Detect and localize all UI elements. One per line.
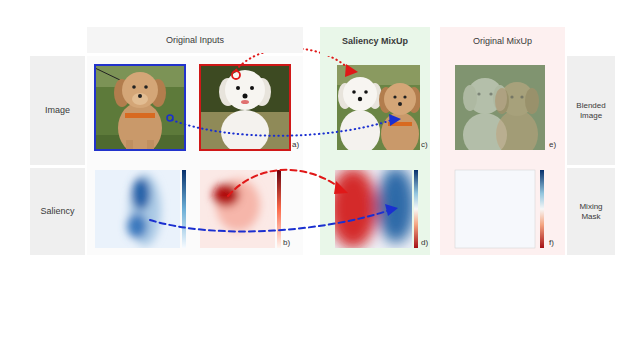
column-ground bbox=[440, 56, 565, 255]
mixing-mask bbox=[335, 170, 377, 248]
mixing-arrow bbox=[150, 210, 390, 231]
saliency-map bbox=[127, 214, 147, 238]
arrow-head bbox=[345, 64, 358, 77]
row-label: Saliency bbox=[30, 168, 85, 255]
mixed-photo bbox=[393, 95, 396, 98]
blended-photo bbox=[455, 65, 545, 150]
arrow-head bbox=[334, 64, 401, 216]
color-bar bbox=[277, 170, 281, 248]
row-label: Image bbox=[30, 56, 85, 165]
dog-photo bbox=[95, 65, 185, 150]
column-ground bbox=[87, 56, 303, 255]
band-text: Image bbox=[45, 105, 70, 115]
row-label: Mixing Mask bbox=[567, 168, 615, 255]
mixing-mask bbox=[335, 170, 412, 248]
band-text: Mixing Mask bbox=[570, 202, 612, 220]
arrow-head bbox=[385, 204, 398, 216]
mixing-arrow bbox=[228, 170, 340, 196]
band-text: Saliency MixUp bbox=[342, 36, 408, 46]
saliency-map bbox=[200, 170, 275, 248]
dog-photo bbox=[241, 100, 249, 104]
panel-letter: d) bbox=[421, 239, 428, 247]
panel-letter: b) bbox=[283, 239, 290, 247]
dog-photo bbox=[147, 140, 154, 150]
dog-photo bbox=[232, 71, 240, 79]
band-text: Blended Image bbox=[570, 101, 612, 119]
dog-photo bbox=[132, 85, 136, 89]
mixed-photo bbox=[358, 97, 362, 101]
row-label: Blended Image bbox=[567, 56, 615, 165]
blended-photo bbox=[455, 65, 545, 150]
dog-photo bbox=[225, 70, 265, 110]
mixing-mask bbox=[377, 170, 412, 243]
panel-letter: e) bbox=[549, 141, 556, 149]
dog-photo bbox=[236, 86, 240, 90]
color-bar bbox=[414, 170, 418, 248]
column-header: Saliency MixUp bbox=[320, 27, 430, 56]
column-ground bbox=[87, 56, 565, 255]
mixed-photo bbox=[403, 95, 406, 98]
dog-photo bbox=[138, 94, 142, 98]
column-header: Original Inputs bbox=[87, 27, 303, 53]
panel-letter: f) bbox=[549, 239, 554, 247]
dog-photo bbox=[250, 86, 254, 90]
mixing-arrow bbox=[150, 48, 392, 231]
dog-photo bbox=[200, 65, 290, 150]
mixed-photo bbox=[384, 83, 416, 115]
mixing-mask bbox=[335, 170, 412, 248]
saliency-map bbox=[127, 174, 161, 246]
arrow-head bbox=[389, 114, 401, 126]
saliency-map bbox=[95, 170, 180, 248]
band-text: Original Inputs bbox=[166, 35, 224, 45]
dog-photo bbox=[221, 110, 269, 150]
band-text: Original MixUp bbox=[473, 36, 532, 46]
mixed-photo bbox=[352, 90, 356, 94]
mixed-photo bbox=[364, 90, 368, 94]
saliency-map bbox=[132, 178, 150, 210]
saliency-map bbox=[200, 170, 275, 248]
mixed-photo bbox=[337, 65, 420, 150]
dog-photo bbox=[125, 113, 155, 118]
dog-photo bbox=[132, 93, 148, 105]
image-frame bbox=[200, 65, 290, 150]
band-text: Saliency bbox=[40, 206, 74, 216]
mixed-photo bbox=[398, 102, 402, 106]
dog-photo bbox=[126, 140, 133, 150]
color-bar bbox=[540, 170, 544, 248]
saliency-map bbox=[213, 184, 239, 206]
blended-photo bbox=[455, 65, 545, 150]
dog-photo bbox=[144, 85, 148, 89]
color-bar bbox=[182, 170, 186, 248]
mixing-arrow bbox=[172, 120, 392, 136]
mixed-photo bbox=[381, 112, 419, 150]
mixed-photo bbox=[343, 77, 377, 111]
image-frame bbox=[95, 65, 185, 150]
column-header: Original MixUp bbox=[440, 27, 565, 56]
mixing-mask bbox=[455, 170, 535, 248]
panel-letter: a) bbox=[292, 141, 299, 149]
saliency-map bbox=[95, 170, 180, 248]
panel-letter: c) bbox=[421, 141, 428, 149]
dog-photo bbox=[243, 94, 248, 99]
arrow-head bbox=[334, 181, 348, 194]
column-ground bbox=[320, 56, 430, 255]
dog-photo bbox=[118, 102, 162, 150]
dog-photo bbox=[122, 72, 158, 108]
